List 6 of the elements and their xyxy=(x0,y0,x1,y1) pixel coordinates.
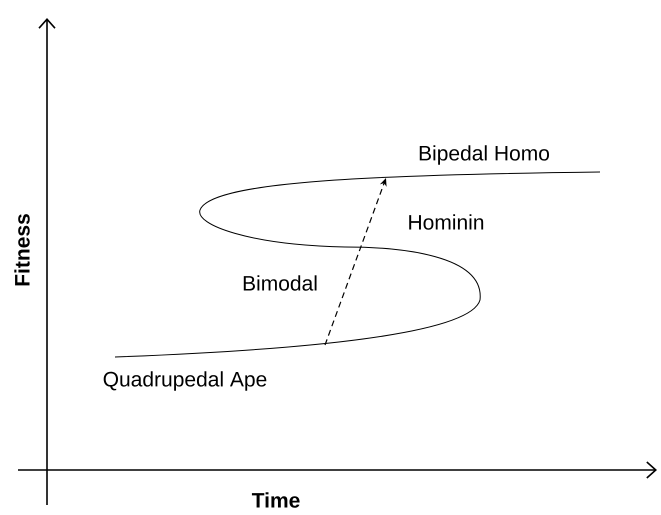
curve-label: Quadrupedal Ape xyxy=(104,371,266,391)
axis-title: Fitness xyxy=(14,214,30,286)
curve-label: Bimodal xyxy=(244,275,317,291)
axis-title: Time xyxy=(252,492,300,508)
curve-label: Bipedal Homo xyxy=(420,145,550,165)
curve-label: Hominin xyxy=(409,214,484,230)
